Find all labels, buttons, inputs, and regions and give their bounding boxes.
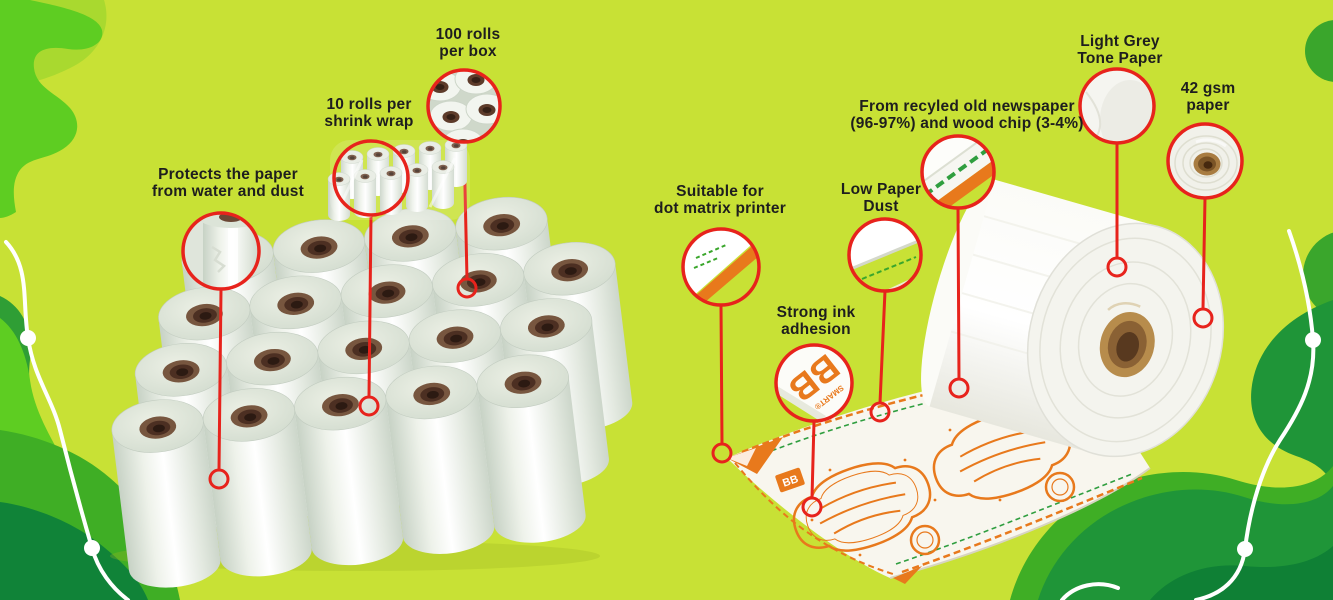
splash-top-left-bright bbox=[0, 0, 103, 218]
label-line: Dust bbox=[863, 198, 899, 215]
label-line: Light Grey bbox=[1080, 33, 1160, 50]
callout-lines bbox=[217, 140, 1207, 500]
label-line: dot matrix printer bbox=[654, 200, 786, 217]
print-dots bbox=[810, 428, 1042, 557]
callout-circle-light-grey bbox=[1078, 67, 1156, 145]
jumbo-roll bbox=[921, 179, 1225, 458]
print-logo-mark: BB bbox=[775, 467, 805, 493]
blob-top-right-circle-1 bbox=[1305, 20, 1333, 82]
wavy-dot bbox=[20, 330, 36, 346]
blob-top-right-circle-2 bbox=[1303, 232, 1333, 318]
label-line: 10 rolls per bbox=[326, 96, 412, 113]
callout-label-light-grey: Light Grey Tone Paper bbox=[1077, 33, 1162, 67]
callout-label-gsm: 42 gsm paper bbox=[1181, 80, 1236, 114]
callout-label-low-dust: Low Paper Dust bbox=[841, 181, 921, 215]
callout-target-rings bbox=[208, 256, 1214, 518]
label-line: Low Paper bbox=[840, 181, 922, 198]
label-line: per box bbox=[439, 43, 497, 60]
label-line: from water and dust bbox=[152, 183, 304, 200]
label-line: Suitable for bbox=[676, 183, 764, 200]
callout-label-hundred-rolls: 100 rolls per box bbox=[436, 26, 501, 60]
callout-circle-dot-matrix bbox=[681, 227, 761, 307]
callout-circle-protects-paper bbox=[181, 211, 261, 291]
blob-bottom-left-deep bbox=[0, 502, 148, 600]
svg-text:BB: BB bbox=[781, 473, 800, 490]
callout-label-recycled: From recyled old newspaper (96-97%) and … bbox=[850, 98, 1083, 132]
wavy-line-left bbox=[4, 240, 130, 600]
label-line: 100 rolls bbox=[435, 26, 501, 43]
callout-circle-ten-rolls bbox=[332, 139, 410, 217]
print-seal bbox=[909, 471, 1076, 556]
label-line: paper bbox=[1186, 97, 1230, 114]
callout-circle-gsm bbox=[1166, 122, 1244, 200]
blob-bottom-right-deep bbox=[1150, 546, 1333, 600]
label-line: Tone Paper bbox=[1077, 50, 1163, 67]
callout-label-ten-rolls: 10 rolls per shrink wrap bbox=[324, 96, 413, 130]
blob-bottom-right-bump bbox=[1251, 300, 1333, 492]
label-line: Protects the paper bbox=[158, 166, 298, 183]
label-line: (96-97%) and wood chip (3-4%) bbox=[850, 115, 1084, 132]
label-line: shrink wrap bbox=[324, 113, 414, 130]
wavy-dot bbox=[1237, 541, 1253, 557]
label-line: Strong ink bbox=[776, 304, 856, 321]
label-line: 42 gsm bbox=[1180, 80, 1236, 97]
callout-circle-hundred-rolls bbox=[426, 68, 502, 144]
callout-label-strong-ink: Strong ink adhesion bbox=[777, 304, 856, 338]
label-line: From recyled old newspaper bbox=[859, 98, 1075, 115]
wavy-dot bbox=[84, 540, 100, 556]
wavy-dot bbox=[1305, 332, 1321, 348]
wavy-line-right bbox=[1060, 229, 1316, 600]
callout-circle-strong-ink: BB SMART® bbox=[774, 343, 854, 423]
callout-circle-recycled bbox=[920, 134, 996, 210]
label-line: adhesion bbox=[781, 321, 851, 338]
callout-circle-low-dust bbox=[847, 217, 923, 293]
callout-label-dot-matrix: Suitable for dot matrix printer bbox=[654, 183, 786, 217]
shrink-wrap-bundle bbox=[327, 138, 470, 222]
callout-label-protects-paper: Protects the paper from water and dust bbox=[152, 166, 304, 200]
